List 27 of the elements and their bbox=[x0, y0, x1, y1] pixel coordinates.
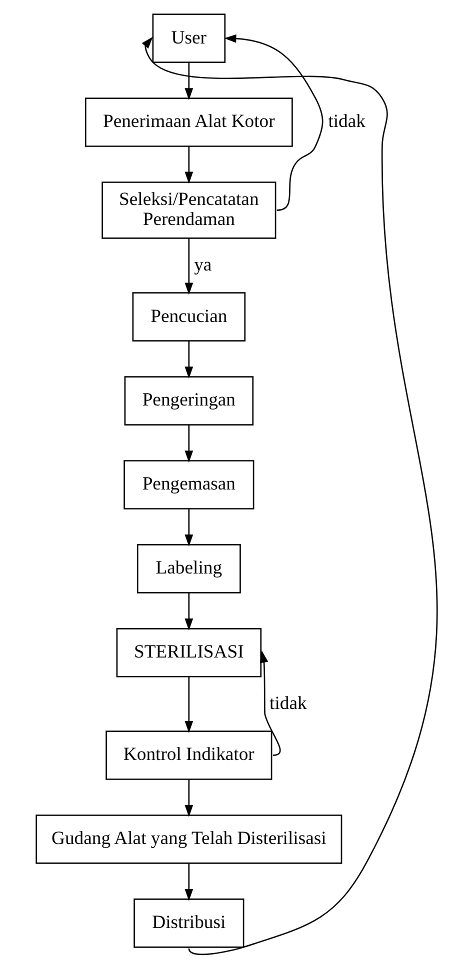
arrow bbox=[184, 146, 193, 184]
arrow bbox=[184, 508, 193, 546]
node-box: STERILISASI bbox=[116, 628, 262, 677]
node-box: Pengeringan bbox=[124, 376, 254, 425]
node-box: Kontrol Indikator bbox=[105, 730, 272, 780]
arrow bbox=[184, 676, 193, 733]
arrow bbox=[184, 592, 193, 630]
edge-label: tidak bbox=[328, 110, 365, 132]
edge-label: tidak bbox=[269, 692, 306, 714]
arrow bbox=[184, 424, 193, 462]
node-box: Pencucian bbox=[132, 292, 246, 341]
node-box: Distribusi bbox=[133, 898, 244, 948]
arrow bbox=[184, 863, 193, 901]
arrow bbox=[141, 36, 437, 954]
arrow bbox=[184, 62, 193, 100]
node-box: Labeling bbox=[136, 544, 240, 593]
node-box: Pengemasan bbox=[123, 460, 254, 509]
arrow bbox=[184, 779, 193, 817]
node-box: Seleksi/Pencatatan Perendaman bbox=[101, 181, 276, 238]
arrow bbox=[224, 34, 323, 210]
node-box: Gudang Alat yang Telah Disterilisasi bbox=[35, 814, 342, 864]
edge-label: ya bbox=[194, 254, 212, 275]
arrow bbox=[184, 238, 193, 294]
arrow bbox=[259, 650, 280, 756]
arrow bbox=[184, 340, 193, 378]
node-box: User bbox=[152, 13, 226, 62]
node-box: Penerimaan Alat Kotor bbox=[84, 97, 292, 146]
